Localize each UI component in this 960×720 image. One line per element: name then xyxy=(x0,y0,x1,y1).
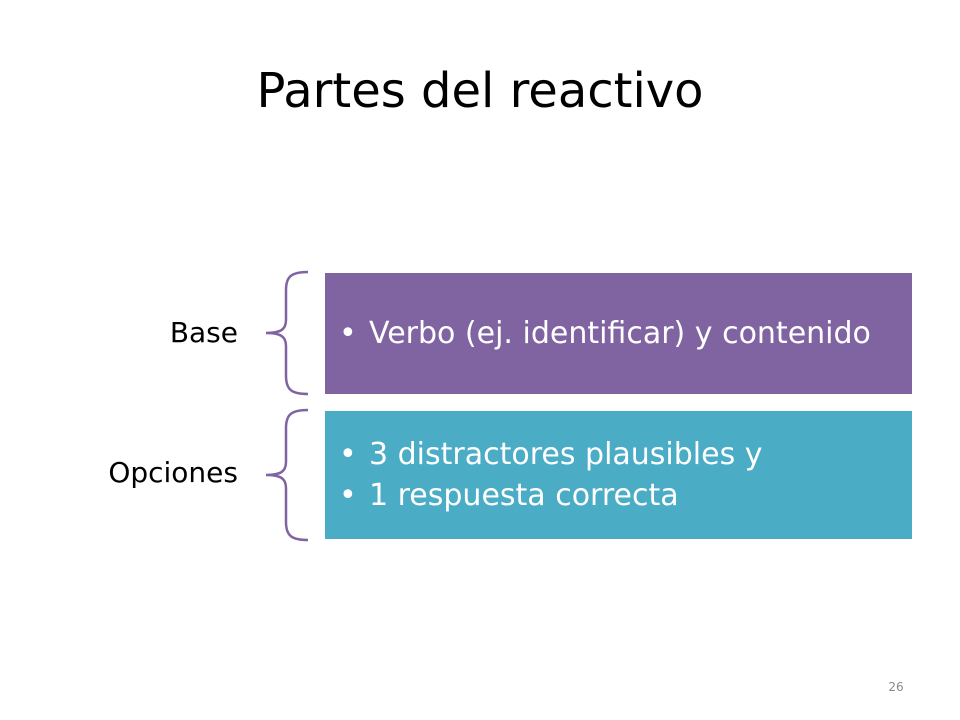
opciones-bullet-list: • 3 distractores plausibles y • 1 respue… xyxy=(339,432,912,518)
base-brace xyxy=(265,270,309,396)
page-number: 26 xyxy=(888,680,904,694)
base-bullet-list: • Verbo (ej. identificar) y contenido xyxy=(339,315,912,352)
opciones-brace-path xyxy=(265,408,309,542)
base-box: • Verbo (ej. identificar) y contenido xyxy=(325,273,912,394)
bullet-icon: • xyxy=(339,478,357,513)
opciones-brace xyxy=(265,408,309,542)
base-label: Base xyxy=(169,316,238,349)
slide-title: Partes del reactivo xyxy=(256,63,704,119)
list-item: • 1 respuesta correcta xyxy=(339,477,912,514)
bullet-text: Verbo (ej. identificar) y contenido xyxy=(369,316,871,351)
bullet-icon: • xyxy=(339,316,357,351)
opciones-box: • 3 distractores plausibles y • 1 respue… xyxy=(325,411,912,539)
list-item: • 3 distractores plausibles y xyxy=(339,436,912,473)
bullet-text: 3 distractores plausibles y xyxy=(369,437,763,472)
list-item: • Verbo (ej. identificar) y contenido xyxy=(339,315,912,352)
opciones-label: Opciones xyxy=(108,456,238,489)
bullet-text: 1 respuesta correcta xyxy=(369,478,679,513)
base-brace-path xyxy=(265,270,309,396)
bullet-icon: • xyxy=(339,437,357,472)
